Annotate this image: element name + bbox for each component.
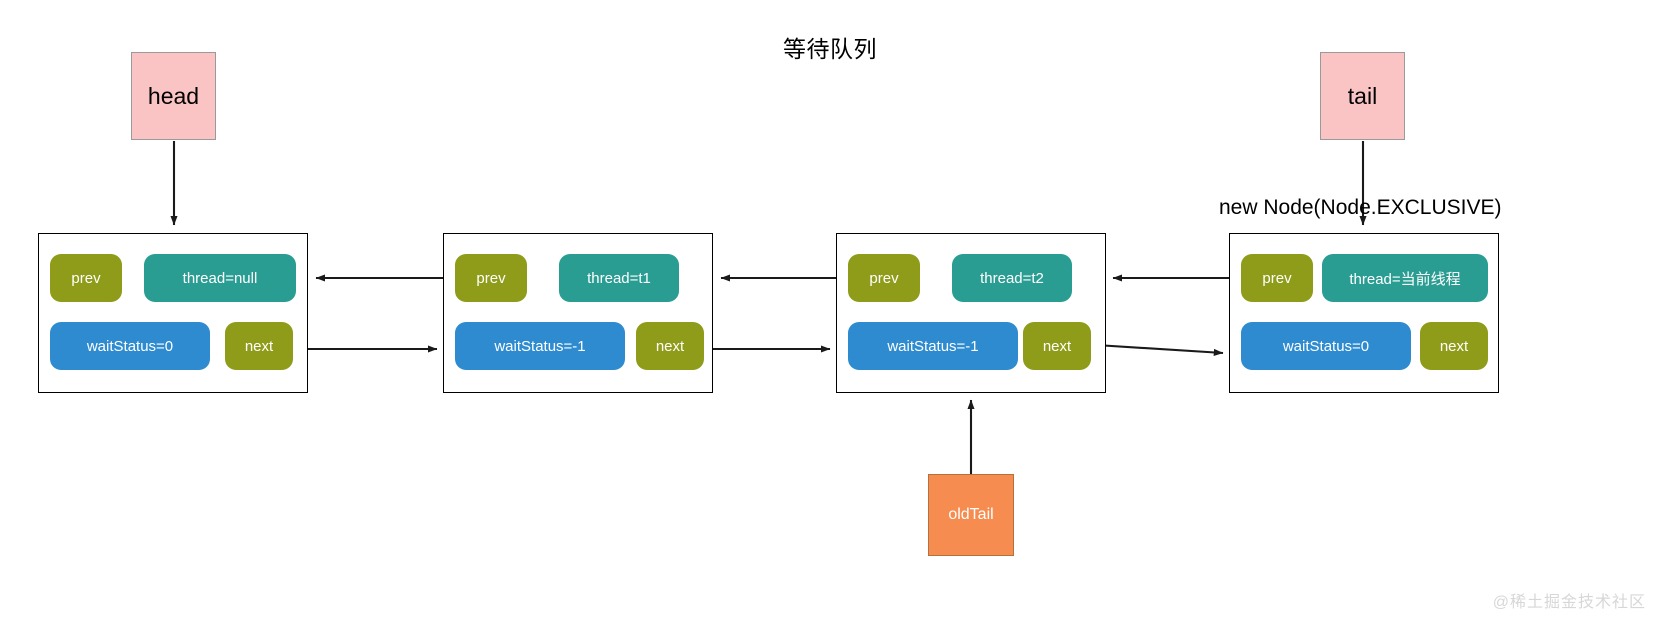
queue-node-3[interactable]: prev thread=当前线程 waitStatus=0 next <box>1229 233 1499 393</box>
pointer-box-head[interactable]: head <box>131 52 216 140</box>
queue-node-1[interactable]: prev thread=t1 waitStatus=-1 next <box>443 233 713 393</box>
node-3-wait-status-field: waitStatus=0 <box>1241 322 1411 370</box>
node-1-wait-status-field: waitStatus=-1 <box>455 322 625 370</box>
queue-node-0[interactable]: prev thread=null waitStatus=0 next <box>38 233 308 393</box>
node-0-next-field: next <box>225 322 293 370</box>
node-1-next-field: next <box>636 322 704 370</box>
node-3-next-field: next <box>1420 322 1488 370</box>
node-0-wait-status-field: waitStatus=0 <box>50 322 210 370</box>
node-2-next-field: next <box>1023 322 1091 370</box>
watermark: @稀土掘金技术社区 <box>1492 594 1646 611</box>
node-0-prev-field: prev <box>50 254 122 302</box>
node-2-thread-field: thread=t2 <box>952 254 1072 302</box>
queue-node-2[interactable]: prev thread=t2 waitStatus=-1 next <box>836 233 1106 393</box>
node-3-thread-field: thread=当前线程 <box>1322 254 1488 302</box>
edge-node-2-next-to-node-3 <box>1095 343 1224 357</box>
node-2-prev-field: prev <box>848 254 920 302</box>
node-0-thread-field: thread=null <box>144 254 296 302</box>
page-title: 等待队列 <box>783 36 877 62</box>
node-1-thread-field: thread=t1 <box>559 254 679 302</box>
node-1-prev-field: prev <box>455 254 527 302</box>
node-3-prev-field: prev <box>1241 254 1313 302</box>
pointer-box-tail[interactable]: tail <box>1320 52 1405 140</box>
annotation-new-node: new Node(Node.EXCLUSIVE) <box>1219 196 1502 219</box>
node-2-wait-status-field: waitStatus=-1 <box>848 322 1018 370</box>
pointer-box-old-tail[interactable]: oldTail <box>928 474 1014 556</box>
